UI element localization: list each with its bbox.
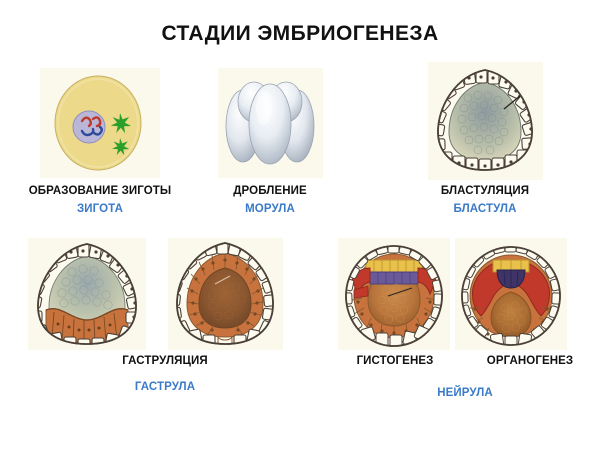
zygote-illustration (40, 68, 160, 178)
stage-organogenesis-figure (455, 238, 567, 350)
stage-gastrula-late-figure (168, 238, 283, 350)
blastula-illustration (428, 62, 543, 180)
page-title: СТАДИИ ЭМБРИОГЕНЕЗА (161, 22, 439, 45)
stage-neurula-structure-label: НЕЙРУЛА (437, 387, 493, 399)
gastrula-late-illustration (168, 238, 283, 350)
stage-blastula-figure (428, 62, 543, 180)
stage-morula-process-label: ДРОБЛЕНИЕ (233, 185, 307, 197)
gastrula-illustration (28, 238, 146, 350)
stage-zygote-structure-label: ЗИГОТА (77, 203, 123, 215)
stage-histogenesis-process-label: ГИСТОГЕНЕЗ (356, 355, 434, 367)
histogenesis-illustration (338, 238, 450, 350)
stage-morula-figure (218, 68, 323, 178)
stage-blastula-structure-label: БЛАСТУЛА (453, 203, 517, 215)
stage-gastrula-structure-label: ГАСТРУЛА (134, 381, 196, 393)
stage-organogenesis-process-label: ОРГАНОГЕНЕЗ (486, 355, 574, 367)
stage-histogenesis-figure (338, 238, 450, 350)
stage-morula-structure-label: МОРУЛА (245, 203, 295, 215)
organogenesis-illustration (455, 238, 567, 350)
stage-zygote-process-label: ОБРАЗОВАНИЕ ЗИГОТЫ (28, 185, 172, 197)
stage-zygote-figure (40, 68, 160, 178)
stage-blastula-process-label: БЛАСТУЛЯЦИЯ (440, 185, 530, 197)
sperm-cells-icon (110, 113, 131, 156)
stage-gastrula-process-label: ГАСТРУЛЯЦИЯ (122, 355, 208, 367)
stage-gastrula-early-figure (28, 238, 146, 350)
morula-illustration (218, 68, 323, 178)
